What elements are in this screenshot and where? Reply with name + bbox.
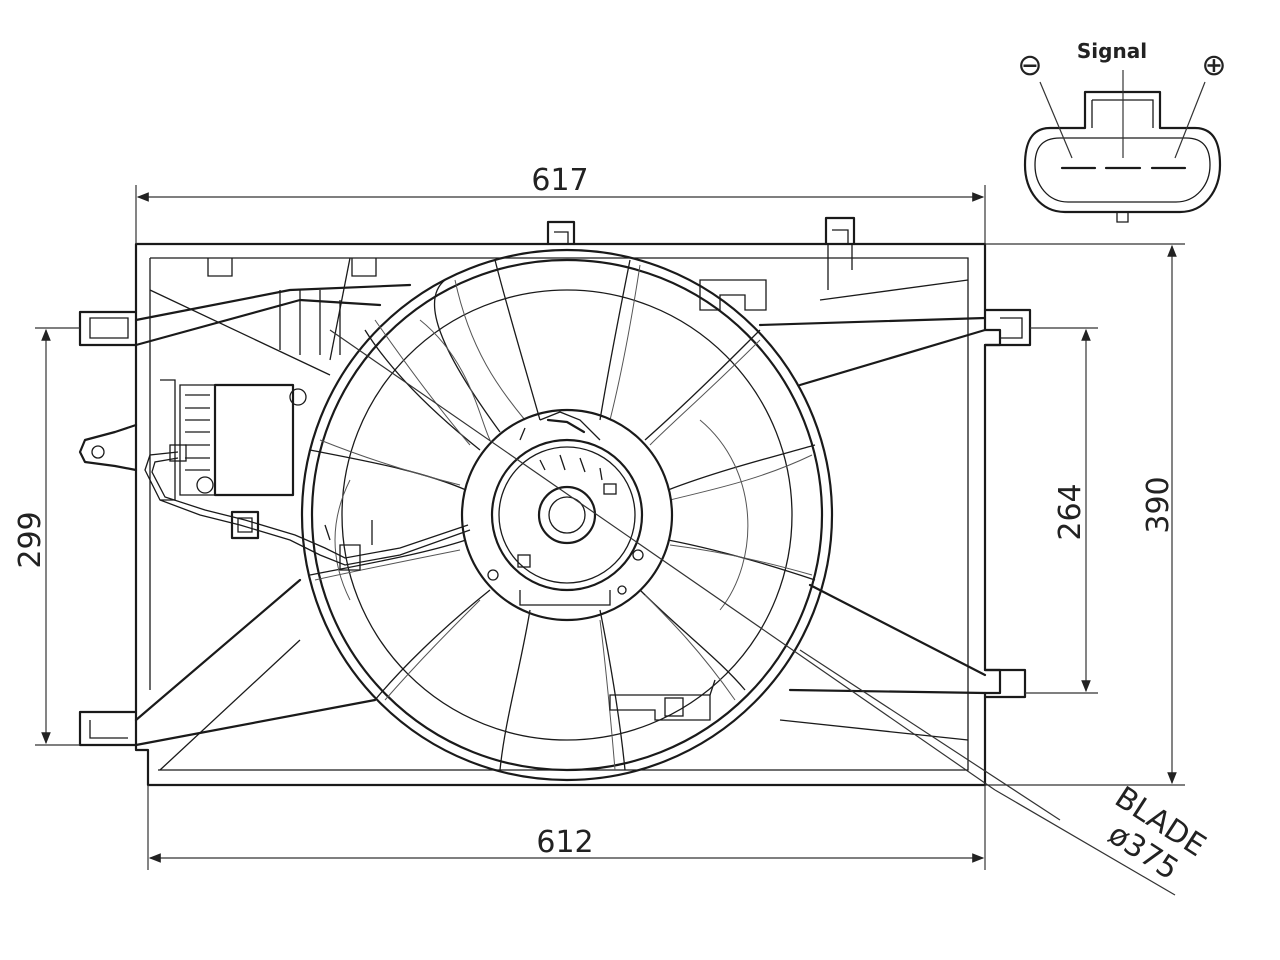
signal-label: Signal — [1077, 39, 1147, 63]
top-width-label: 617 — [531, 163, 588, 198]
total-height-label: 390 — [1141, 476, 1176, 533]
fan-hub — [460, 408, 674, 622]
dimension-lines — [35, 185, 1185, 896]
ground-terminal — [609, 679, 716, 721]
resistor-module — [160, 379, 307, 501]
shroud-struts — [134, 257, 987, 771]
left-height-label: 299 — [13, 511, 48, 568]
fan-blades — [309, 259, 816, 771]
mount-height-label: 264 — [1053, 483, 1088, 540]
fan-ring — [300, 248, 834, 782]
minus-terminal-icon: ⊖ — [1017, 48, 1042, 83]
bottom-width-label: 612 — [536, 825, 593, 860]
plus-terminal-icon: ⊕ — [1201, 48, 1226, 83]
connector-pinout: ⊖ Signal ⊕ — [1017, 39, 1227, 223]
wire-harness — [144, 451, 471, 571]
